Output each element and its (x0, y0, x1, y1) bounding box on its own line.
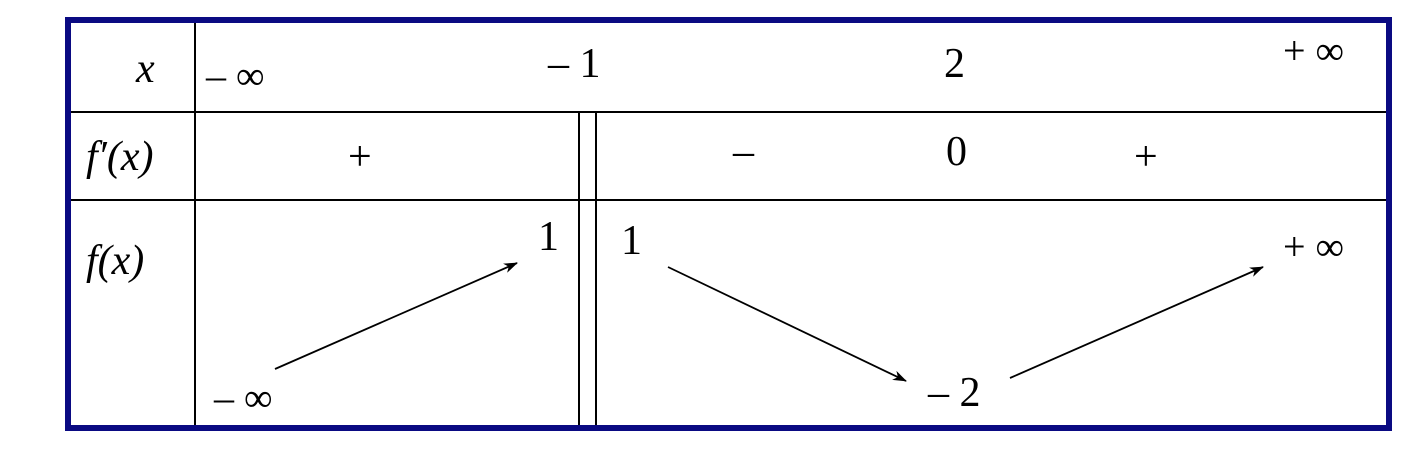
arrow-increasing-left (274, 262, 518, 370)
derivative-zero: 0 (946, 129, 967, 175)
x-value-minus-infinity: – ∞ (206, 53, 265, 98)
x-value-two: 2 (944, 41, 965, 87)
undefined-double-line-left (578, 112, 580, 425)
row-label-f: f(x) (86, 238, 145, 284)
x-value-plus-infinity: + ∞ (1283, 28, 1345, 73)
row-divider-x (71, 111, 1386, 113)
f-value-left-limit: 1 (538, 214, 559, 260)
derivative-sign-negative: – (733, 129, 754, 175)
x-value-minus-one: – 1 (548, 41, 601, 87)
label-column-divider (194, 23, 196, 425)
arrow-increasing-right (1009, 266, 1264, 379)
arrow-decreasing-middle (667, 266, 907, 382)
row-label-x: x (136, 46, 155, 92)
f-value-right-limit: 1 (621, 218, 642, 264)
variation-table (65, 17, 1392, 431)
f-value-minimum: – 2 (928, 370, 981, 416)
derivative-sign-positive-2: + (1134, 134, 1158, 180)
undefined-double-line-right (595, 112, 597, 425)
derivative-sign-positive-1: + (348, 134, 372, 180)
row-label-fprime: f′(x) (86, 134, 154, 180)
f-value-right-end: + ∞ (1283, 224, 1345, 269)
row-divider-fprime (71, 199, 1386, 201)
f-value-left-start: – ∞ (214, 375, 273, 420)
